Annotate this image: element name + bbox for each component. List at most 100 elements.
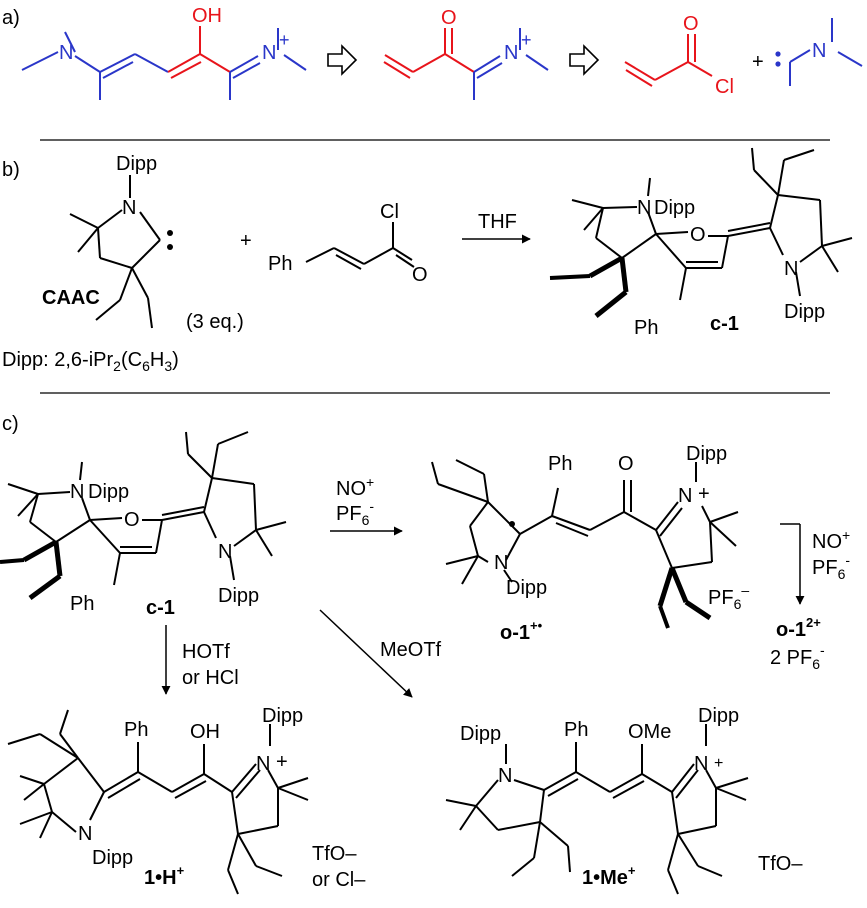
c1-c-n1: N: [70, 481, 84, 503]
o1-ph: Ph: [548, 453, 572, 475]
c1-c-ph: Ph: [70, 593, 94, 615]
reagent-pf6: PF6-: [336, 498, 374, 528]
me-product-ph: Ph: [564, 719, 588, 741]
panel-a: a) N OH N +: [2, 5, 863, 100]
me-product-label: 1•Me+: [582, 863, 636, 889]
c1-b-o: O: [690, 224, 706, 246]
panel-a-carbene: [789, 18, 863, 86]
o1-radical-label: o-1+•: [500, 618, 543, 644]
panel-a-n-amine: N: [812, 40, 826, 62]
panel-a-red-segment: [167, 26, 231, 79]
caac-name: CAAC: [42, 287, 100, 309]
c1-c-dipp1: Dipp: [88, 481, 129, 503]
me-product-anion: TfO–: [758, 853, 803, 875]
reagent-hcl: or HCl: [182, 667, 239, 689]
panel-a-plus-charge: +: [279, 30, 290, 50]
h-product-dipp-left: Dipp: [92, 847, 133, 869]
c1-c-dipp2: Dipp: [218, 585, 259, 607]
h-product-oh: OH: [190, 721, 220, 743]
c1-b-dipp2: Dipp: [784, 301, 825, 323]
methylation-arrow: [319, 609, 413, 698]
panel-a-enone: [383, 28, 475, 79]
carbene-dot-1: [167, 230, 173, 236]
h-product-structure: [7, 709, 309, 895]
me-product-dipp-right: Dipp: [698, 705, 739, 727]
h-product-ph: Ph: [124, 719, 148, 741]
c1-c-label: c-1: [146, 597, 175, 619]
cinnamoyl-chloride: [305, 222, 415, 270]
cinnamoyl-o: O: [412, 264, 428, 286]
radical-dot: [509, 521, 515, 527]
retro-arrow-2: [569, 44, 600, 76]
o1-radical-structure: [431, 459, 739, 585]
me-product-n-left: N: [498, 765, 512, 787]
c1-b-n2: N: [784, 258, 798, 280]
panel-a-o: O: [441, 7, 457, 29]
panel-c-label: c): [2, 413, 19, 435]
me-product-n-right: N: [694, 753, 708, 775]
panel-a-blue-iminium: [229, 28, 307, 100]
reagent-no-2: NO+: [812, 527, 850, 553]
panel-b-label: b): [2, 159, 20, 181]
h-product-label: 1•H+: [144, 863, 185, 889]
thf-label: THF: [478, 211, 517, 233]
panel-c: c): [0, 413, 850, 895]
reagent-hotf: HOTf: [182, 641, 230, 663]
panel-b: b) Dipp N CAAC (3 eq.) +: [2, 147, 853, 374]
panel-a-dienamine: [21, 31, 169, 100]
o1-n-right: N: [678, 485, 692, 507]
carbene-dot-2: [167, 244, 173, 250]
me-product-plus: +: [714, 755, 723, 772]
caac-n: N: [122, 197, 136, 219]
caac-dipp: Dipp: [116, 153, 157, 175]
h-product-n-right: N: [256, 753, 270, 775]
h-product-plus: +: [276, 751, 288, 773]
h-product-anion-1: TfO–: [312, 843, 357, 865]
h-product-anion-2: or Cl–: [312, 869, 366, 891]
c1-c-o: O: [124, 509, 140, 531]
me-product-structure: [445, 724, 749, 895]
panel-a-label: a): [2, 7, 20, 29]
panel-a-lone-pair-dot-1: [775, 51, 781, 57]
panel-a-n-plus: N: [262, 42, 276, 64]
o1-counterion: PF6–: [708, 582, 749, 612]
caac-equiv: (3 eq.): [186, 311, 244, 333]
me-product-ome: OMe: [628, 721, 671, 743]
o1-plus: +: [698, 483, 710, 505]
c1-c-n2: N: [218, 541, 232, 563]
c1-b-n1: N: [637, 197, 651, 219]
me-product-dipp-left: Dipp: [460, 723, 501, 745]
retro-arrow-1: [327, 44, 358, 76]
panel-a-o-2: O: [683, 13, 699, 35]
panel-a-lone-pair-dot-2: [775, 61, 781, 67]
o1-dication-label: o-12+: [776, 615, 821, 641]
cinnamoyl-cl: Cl: [380, 201, 399, 223]
plus-sign-b: +: [240, 230, 252, 252]
o1-o: O: [618, 453, 634, 475]
panel-a-cl: Cl: [715, 76, 734, 98]
o1-radical-wedges: [657, 567, 712, 629]
dipp-definition: Dipp: 2,6-iPr2(C6H3): [2, 349, 179, 374]
c1-b-dipp1: Dipp: [654, 197, 695, 219]
caac-structure: [69, 175, 161, 329]
c1-b-label: c-1: [710, 313, 739, 335]
c1-structure-b: [571, 147, 853, 301]
panel-a-oh: OH: [192, 5, 222, 27]
o1-dipp-left: Dipp: [506, 577, 547, 599]
c1-wedges-b: [549, 255, 629, 318]
panel-a-plus-charge-2: +: [521, 30, 532, 50]
o1-n-left: N: [494, 552, 508, 574]
reagent-meotf: MeOTf: [380, 639, 442, 661]
cinnamoyl-ph: Ph: [268, 253, 292, 275]
reagent-no: NO+: [336, 474, 374, 500]
reagent-pf6-2: PF6-: [812, 552, 850, 582]
o1-dication-counterion: 2 PF6-: [770, 642, 825, 672]
panel-a-plus-sign: +: [752, 51, 764, 73]
c1-b-ph: Ph: [634, 317, 658, 339]
c1-wedges-c: [0, 539, 63, 601]
h-product-n-left: N: [78, 823, 92, 845]
h-product-dipp-right: Dipp: [262, 705, 303, 727]
panel-a-iminium-2: [473, 28, 549, 100]
panel-a-n-plus-2: N: [504, 42, 518, 64]
